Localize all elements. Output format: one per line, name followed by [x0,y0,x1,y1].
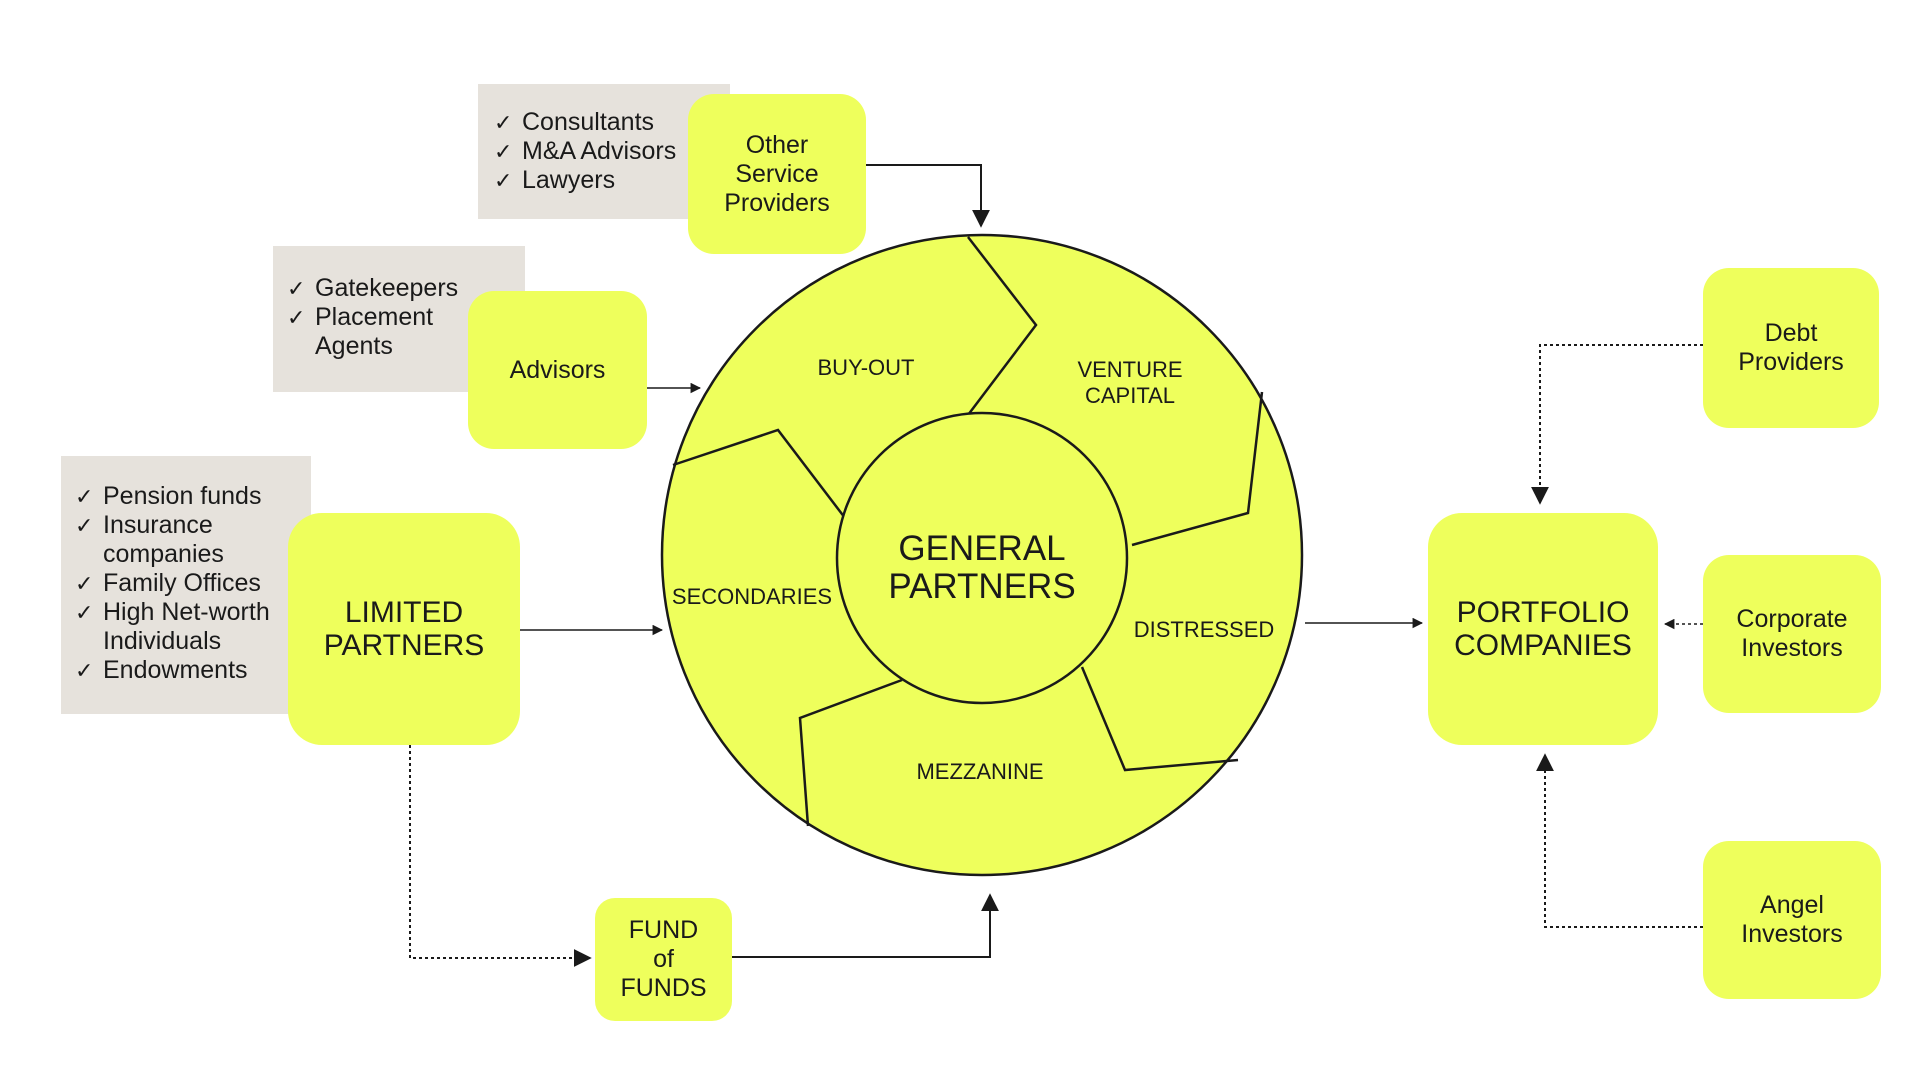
other-service-providers-node: Other Service Providers [688,94,866,254]
lp-item: Pension funds [75,482,311,511]
node-label: of [653,945,674,973]
lp-item-continued: companies [103,540,224,568]
divider-venture-distressed [1131,391,1264,547]
node-label: Providers [1738,348,1844,376]
node-label: PORTFOLIO [1456,596,1630,629]
limited-partners-node: LIMITED PARTNERS [288,513,520,745]
node-label: Investors [1741,634,1843,662]
segment-mezzanine-label: MEZZANINE [916,759,1044,784]
service-item: Lawyers [494,166,730,195]
divider-mezzanine-secondaries [798,678,903,827]
angel-investors-node: Angel Investors [1703,841,1881,999]
center-line: GENERAL [898,529,1066,568]
advisor-item-continued: Agents [315,332,393,360]
node-label: FUND [628,916,699,944]
corporate-investors-node: Corporate Investors [1703,555,1881,713]
advisors-node: Advisors [468,291,647,449]
portfolio-companies-node: PORTFOLIO COMPANIES [1428,513,1658,745]
node-label: Investors [1741,920,1843,948]
advisor-item: Gatekeepers [287,274,525,303]
lp-item: Endowments [75,656,311,685]
node-label: Advisors [509,355,606,384]
segment-secondaries-label: SECONDARIES [671,584,833,609]
node-label: LIMITED [344,596,464,629]
lp-item-continued: Individuals [103,627,222,655]
node-label: Providers [724,188,830,217]
general-partners-core [835,411,1129,705]
service-item: M&A Advisors [494,137,730,166]
center-line: PARTNERS [888,567,1076,606]
connector-debt [1531,344,1703,505]
divider-buyout-venture [967,236,1038,416]
node-label: Debt [1764,319,1818,347]
segment-line: CAPITAL [1084,383,1176,408]
node-label: FUNDS [620,974,707,1002]
lp-item: Family Offices [75,569,311,598]
node-label: Other [745,130,809,159]
advisor-item: Placement [287,303,525,332]
debt-providers-node: Debt Providers [1703,268,1879,428]
segment-line: VENTURE [1077,357,1183,382]
connector-service-providers [866,164,990,228]
limited-partners-panel: Pension funds Insurance companies Family… [61,456,311,714]
divider-secondaries-buyout [672,428,846,519]
node-label: COMPANIES [1454,629,1632,662]
service-item: Consultants [494,108,730,137]
general-partners-label: GENERAL PARTNERS [888,530,1075,606]
lp-item: Insurance [75,511,311,540]
fund-of-funds-node: FUND of FUNDS [595,898,732,1021]
segment-distressed-label: DISTRESSED [1133,617,1275,642]
node-label: Corporate [1736,605,1848,633]
lp-item: High Net-worth [75,598,311,627]
segment-venture-label: VENTURE CAPITAL [1077,357,1182,409]
connector-fof-to-wheel [732,893,999,958]
node-label: Service [735,159,819,188]
connector-lp-to-fof [409,745,592,967]
segment-buyout-label: BUY-OUT [817,355,915,380]
node-label: PARTNERS [323,629,485,662]
divider-distressed-mezzanine [1080,666,1239,772]
connector-angel [1536,753,1703,928]
node-label: Angel [1760,891,1824,919]
